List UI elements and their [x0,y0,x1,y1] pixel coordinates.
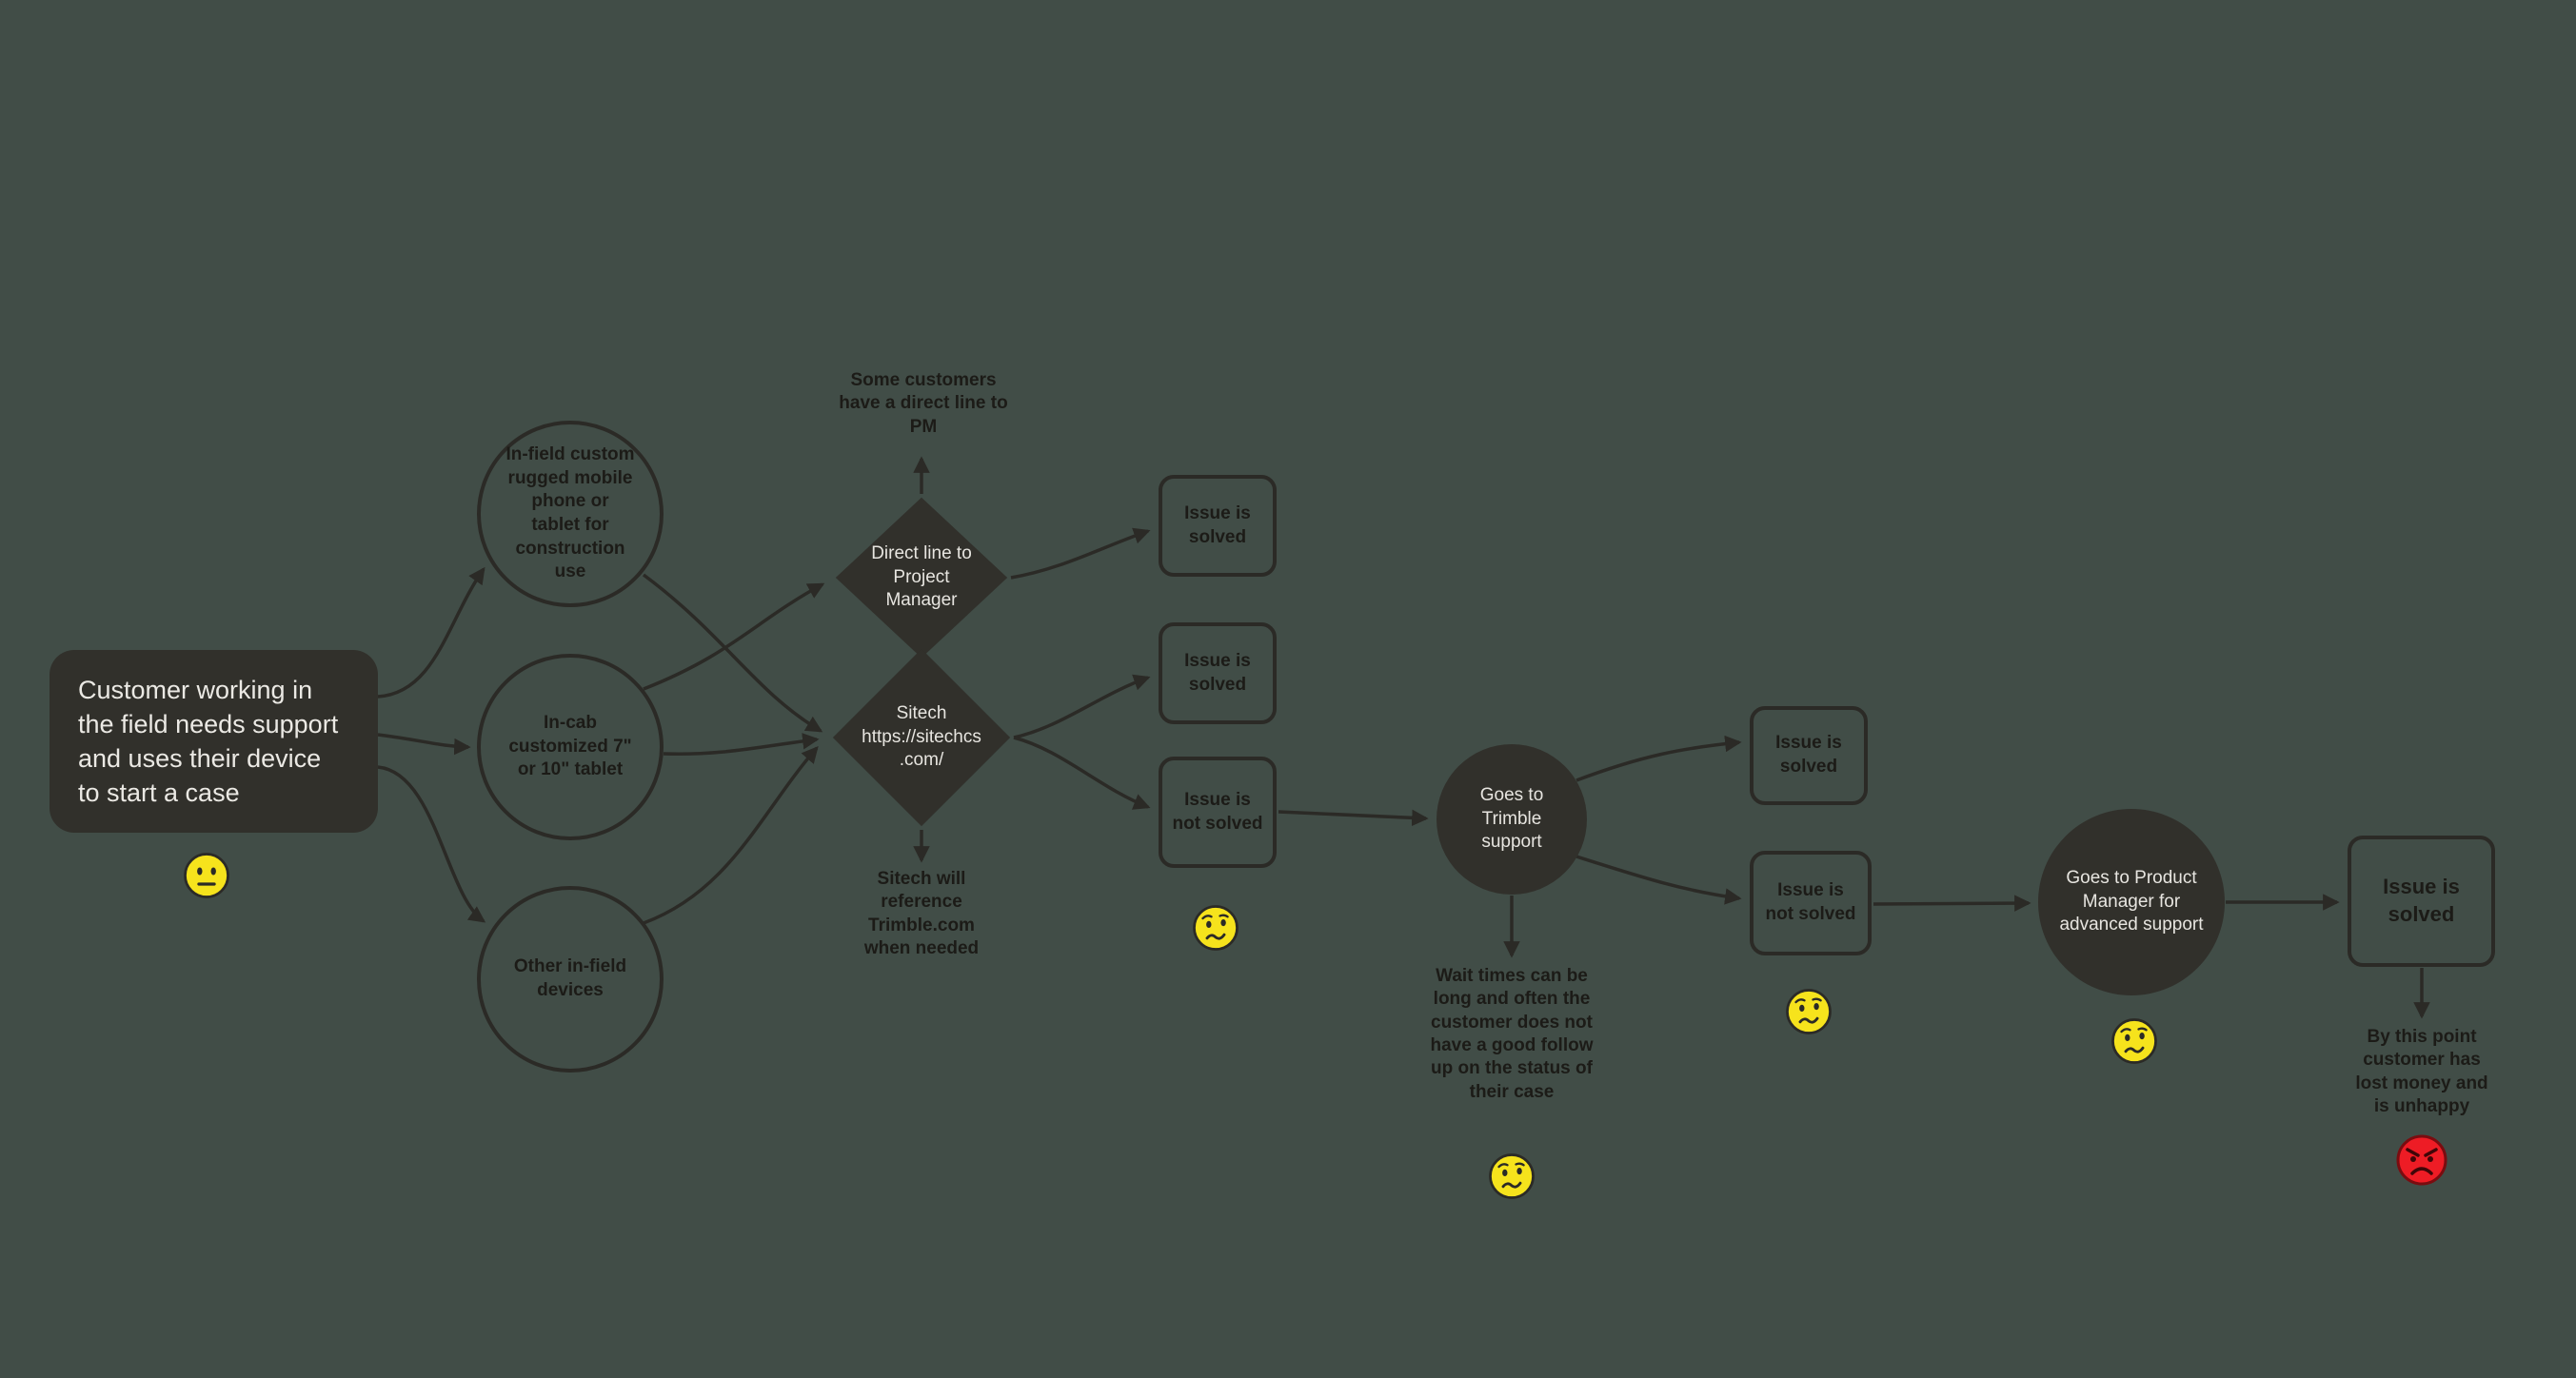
sitech-annotation-text: Sitech will reference Trimble.com when n… [863,869,980,958]
trimble-support-label: Goes to Trimble support [1479,784,1544,853]
sitech-decision-node: Sitech https://sitechcs.com/ [831,647,1012,828]
edge-notsolved-pm [1873,895,2031,912]
edge-trimble-notsolved [1575,855,1742,905]
final-annotation-text: By this point customer has lost money an… [2355,1027,2488,1116]
sitech-label: Sitech https://sitechcs.com/ [862,702,981,771]
direct-line-annotation-text: Some customers have a direct line to PM [839,370,1008,437]
edge-cab-directline [643,582,825,691]
edge-sitech-solved [1013,674,1151,739]
trimble-wait-annotation: Wait times can be long and often the cus… [1428,965,1595,1117]
edge-notsolved-trimble [1278,809,1429,827]
not-solved-trimble-label: Issue is not solved [1765,880,1856,924]
edge-start-device-cab [377,733,471,756]
product-manager-node: Goes to Product Manager for advanced sup… [2038,809,2225,995]
solved-direct-node: Issue is solved [1159,475,1277,577]
device-other-node: Other in-field devices [477,886,664,1073]
direct-line-decision-node: Direct line to Project Manager [834,496,1009,659]
edge-trimble-solved [1575,735,1742,782]
sitech-annotation: Sitech will reference Trimble.com when n… [855,868,988,973]
confused-face-icon [1489,1153,1535,1199]
not-solved-trimble-node: Issue is not solved [1750,851,1872,955]
solved-final-label: Issue is solved [2383,875,2460,926]
diamond-shape [835,497,1008,659]
solved-trimble-node: Issue is solved [1750,706,1868,805]
device-rugged-node: In-field custom rugged mobile phone or t… [477,421,664,607]
start-node-label: Customer working in the field needs supp… [78,675,339,808]
product-manager-label: Goes to Product Manager for advanced sup… [2059,867,2204,935]
angry-face-icon [2396,1134,2447,1186]
solved-final-node: Issue is solved [2348,836,2495,967]
trimble-wait-annotation-text: Wait times can be long and often the cus… [1430,966,1594,1102]
edge-rugged-sitech [642,573,823,733]
solved-sitech-node: Issue is solved [1159,622,1277,724]
device-other-label: Other in-field devices [513,956,627,1000]
not-solved-sitech-node: Issue is not solved [1159,757,1277,868]
edge-directline-solved [1010,527,1151,580]
trimble-support-node: Goes to Trimble support [1437,744,1587,895]
device-cab-label: In-cab customized 7" or 10" tablet [508,712,632,780]
direct-line-label: Direct line to Project Manager [871,542,972,611]
device-rugged-label: In-field custom rugged mobile phone or t… [505,443,635,582]
not-solved-sitech-label: Issue is not solved [1172,789,1263,834]
confused-face-icon [1786,989,1832,1034]
edge-other-sitech [643,746,819,925]
solved-trimble-label: Issue is solved [1775,733,1842,777]
final-annotation: By this point customer has lost money an… [2350,1026,2493,1131]
confused-face-icon [1193,905,1238,951]
solved-direct-label: Issue is solved [1184,502,1251,547]
device-cab-node: In-cab customized 7" or 10" tablet [477,654,664,840]
solved-sitech-label: Issue is solved [1184,650,1251,695]
neutral-face-icon [184,853,229,898]
confused-face-icon [2111,1018,2157,1064]
edge-cab-sitech [663,733,820,757]
edge-start-device-other [377,765,486,923]
diamond-shape [832,648,1011,827]
direct-line-annotation: Some customers have a direct line to PM [836,369,1011,449]
edge-sitech-notsolved [1013,736,1151,810]
start-node: Customer working in the field needs supp… [50,650,378,833]
edge-start-device-rugged [377,566,485,699]
